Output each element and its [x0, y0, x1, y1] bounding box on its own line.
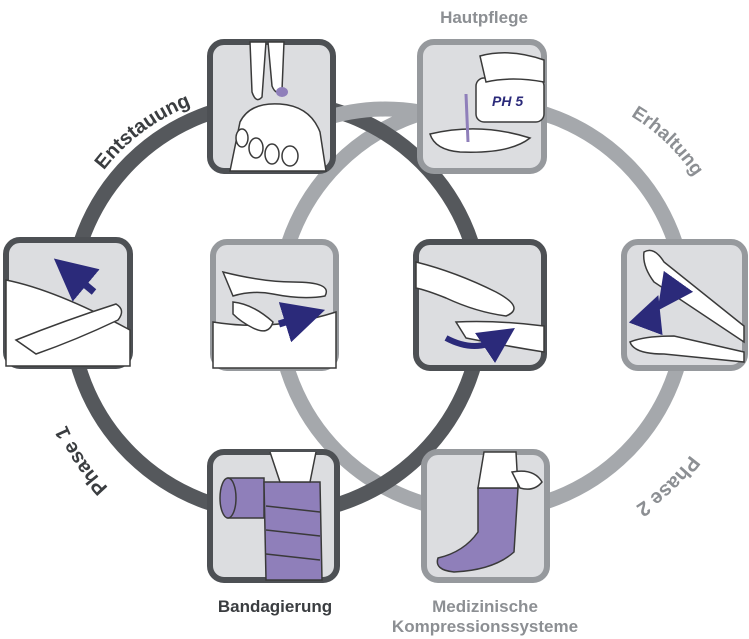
down-arrow [657, 270, 694, 311]
skin-care-lotion-icon [429, 52, 545, 153]
panel-arm-drainage [3, 237, 133, 369]
compression-stocking-icon [436, 451, 543, 573]
bandagierung-label: Bandagierung [217, 597, 333, 616]
ph-label: PH 5 [492, 93, 523, 109]
bandage-wrap-icon [219, 451, 323, 581]
panel-leg-exercise [621, 239, 748, 371]
rotation-arrow [444, 328, 515, 363]
panel-foot-massage [207, 39, 336, 174]
arm-drainage-icon [5, 279, 131, 367]
drainage-arrow [53, 258, 100, 302]
phase2-arc-label: Phase 2 [633, 452, 704, 521]
foot-massage-icon [229, 41, 327, 172]
phase1-arc-label: Phase 1 [51, 423, 112, 499]
up-arrow [628, 295, 663, 336]
panel-bandage [207, 449, 340, 583]
kompressionssysteme-label: Kompressionssysteme [391, 617, 579, 636]
medizinische-label: Medizinische [432, 597, 538, 616]
panel-rotary-massage [413, 239, 547, 371]
hautpflege-label: Hautpflege [440, 8, 528, 27]
panel-skin-care: PH 5 [417, 39, 547, 174]
panel-hand-massage [210, 239, 339, 371]
panel-compression-stocking [421, 449, 550, 583]
stroke-arrow [277, 302, 326, 343]
